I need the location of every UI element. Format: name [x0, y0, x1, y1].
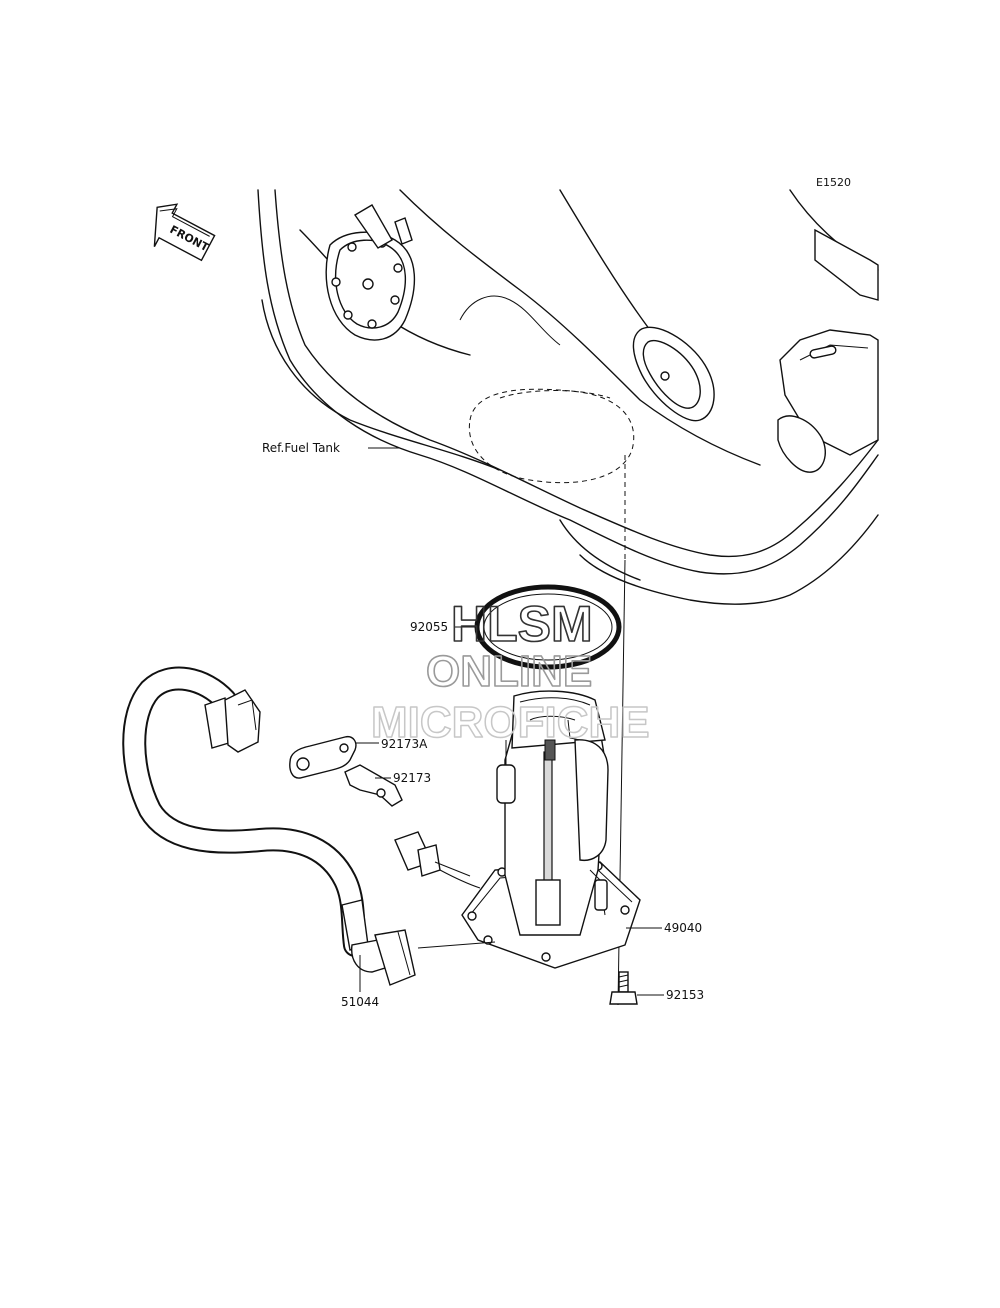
bolt-92153	[609, 971, 638, 1005]
watermark-line1: HLSM	[451, 596, 593, 652]
plate-92173a	[289, 735, 357, 779]
part-label-92153: 92153	[666, 988, 704, 1002]
front-arrow-icon: FRONT	[153, 203, 216, 262]
part-label-92173a: 92173A	[381, 737, 428, 751]
part-label-92055: 92055	[410, 620, 448, 634]
diagram-code: E1520	[816, 176, 851, 189]
pump-opening-outline	[468, 388, 635, 484]
part-label-51044: 51044	[341, 995, 379, 1009]
clamp-92173	[344, 764, 403, 807]
pump-wire-connector	[394, 831, 481, 889]
watermark-line2: ONLINE	[426, 647, 592, 696]
part-label-92173: 92173	[393, 771, 431, 785]
watermark: HLSM ONLINE MICROFICHE	[370, 595, 650, 748]
watermark-line3: MICROFICHE	[371, 698, 650, 747]
tank-bracket-right	[777, 228, 879, 473]
part-label-49040: 49040	[664, 921, 702, 935]
ref-fuel-tank-label: Ref.Fuel Tank	[262, 441, 340, 455]
filler-cap-plate	[325, 204, 415, 341]
fuel-tank-outline	[257, 189, 879, 605]
fuel-pump-assembly-49040	[461, 690, 641, 969]
tank-bracket-middle	[632, 326, 715, 422]
